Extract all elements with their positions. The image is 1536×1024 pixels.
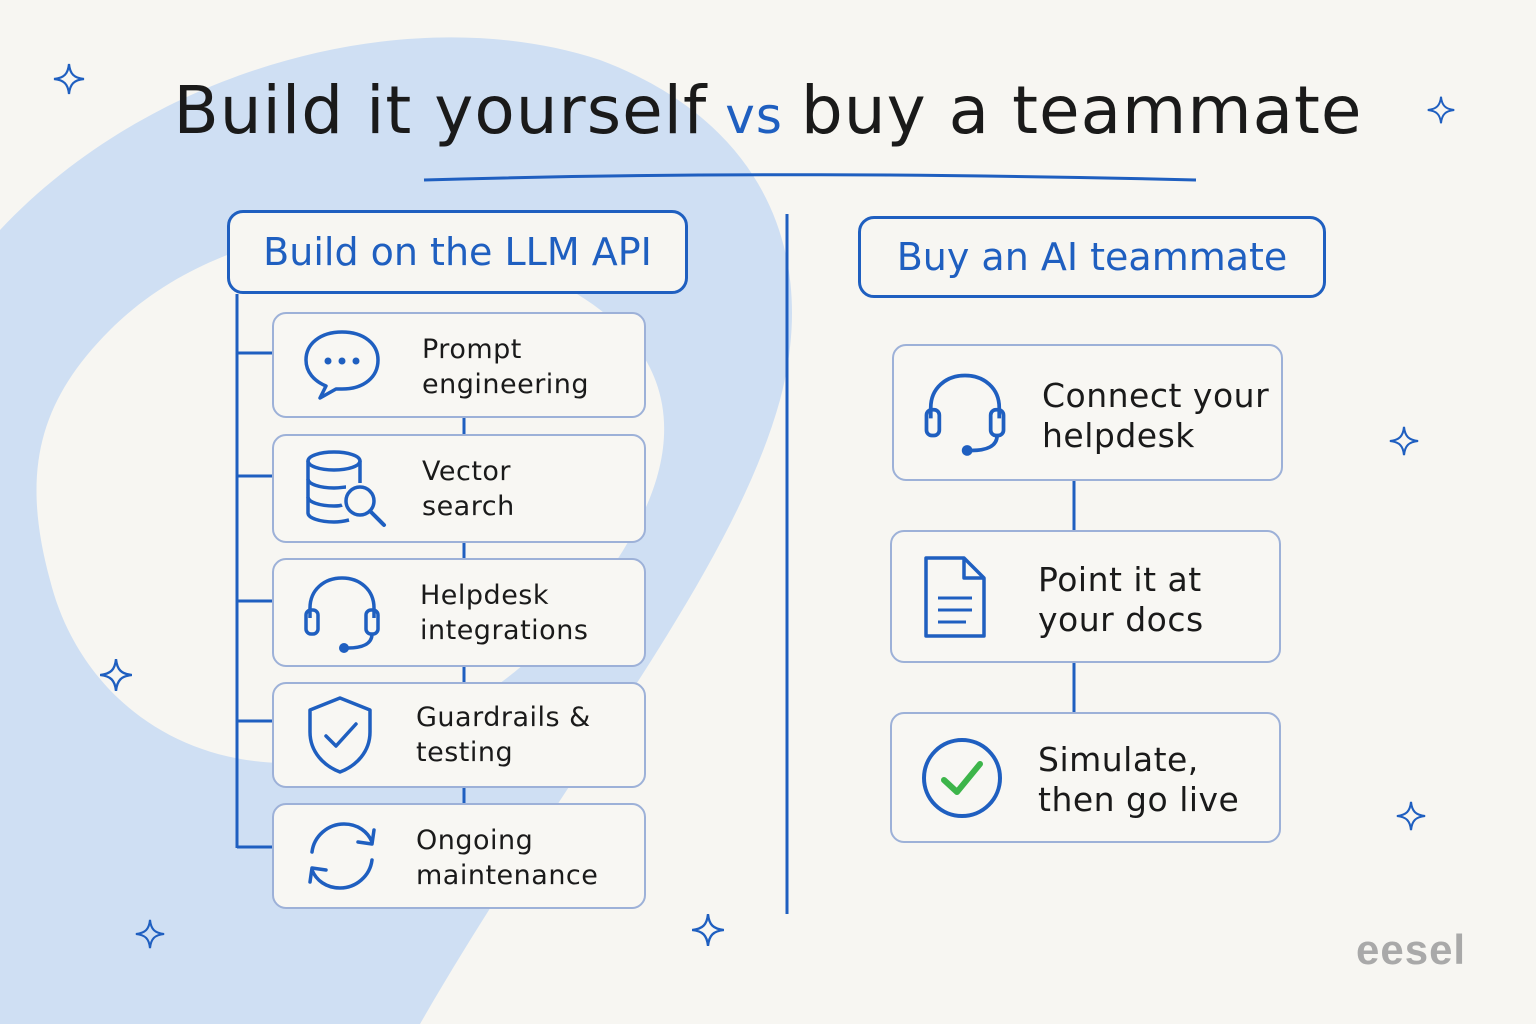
title-part-2: buy a teammate <box>800 72 1363 149</box>
sparkle-icon <box>1427 96 1455 124</box>
sparkle-icon <box>53 63 85 95</box>
list-item-label: Guardrails & testing <box>416 702 591 768</box>
sparkle-icon <box>1396 801 1426 831</box>
refresh-arrows-icon <box>308 822 376 890</box>
list-item-helpdesk-integrations: Helpdesk integrations <box>272 558 646 667</box>
sparkle-icon <box>135 919 165 949</box>
database-search-icon <box>306 449 386 527</box>
list-item-label: Ongoing maintenance <box>416 825 599 891</box>
sparkle-icon <box>99 658 133 692</box>
buy-column-header: Buy an AI teammate <box>858 216 1326 298</box>
document-icon <box>924 555 986 638</box>
list-item-vector-search: Vector search <box>272 434 646 543</box>
chat-bubble-icon <box>304 330 380 400</box>
list-item-label: Connect your helpdesk <box>1042 376 1270 455</box>
list-item-label: Vector search <box>422 456 515 522</box>
title-part-1: Build it yourself <box>173 72 708 149</box>
check-circle-icon <box>922 737 1002 818</box>
list-item-prompt-engineering: Prompt engineering <box>272 312 646 418</box>
list-item-label: Simulate, then go live <box>1038 740 1240 819</box>
list-item-label: Point it at your docs <box>1038 560 1204 639</box>
sparkle-icon <box>1389 426 1419 456</box>
title-vs: vs <box>725 87 783 145</box>
sparkle-icon <box>691 913 725 947</box>
list-item-label: Helpdesk integrations <box>420 580 589 646</box>
list-item-ongoing-maintenance: Ongoing maintenance <box>272 803 646 909</box>
list-item-connect-helpdesk: Connect your helpdesk <box>892 344 1283 481</box>
build-column-header: Build on the LLM API <box>227 210 688 294</box>
shield-check-icon <box>308 696 372 774</box>
page-title: Build it yourself vs buy a teammate <box>0 72 1536 149</box>
list-item-point-at-docs: Point it at your docs <box>890 530 1281 663</box>
list-item-guardrails-testing: Guardrails & testing <box>272 682 646 788</box>
headset-icon <box>924 373 1006 456</box>
list-item-label: Prompt engineering <box>422 334 590 400</box>
brand-logo: eesel <box>1356 926 1467 973</box>
list-item-simulate-go-live: Simulate, then go live <box>890 712 1281 843</box>
headset-icon <box>304 575 380 653</box>
